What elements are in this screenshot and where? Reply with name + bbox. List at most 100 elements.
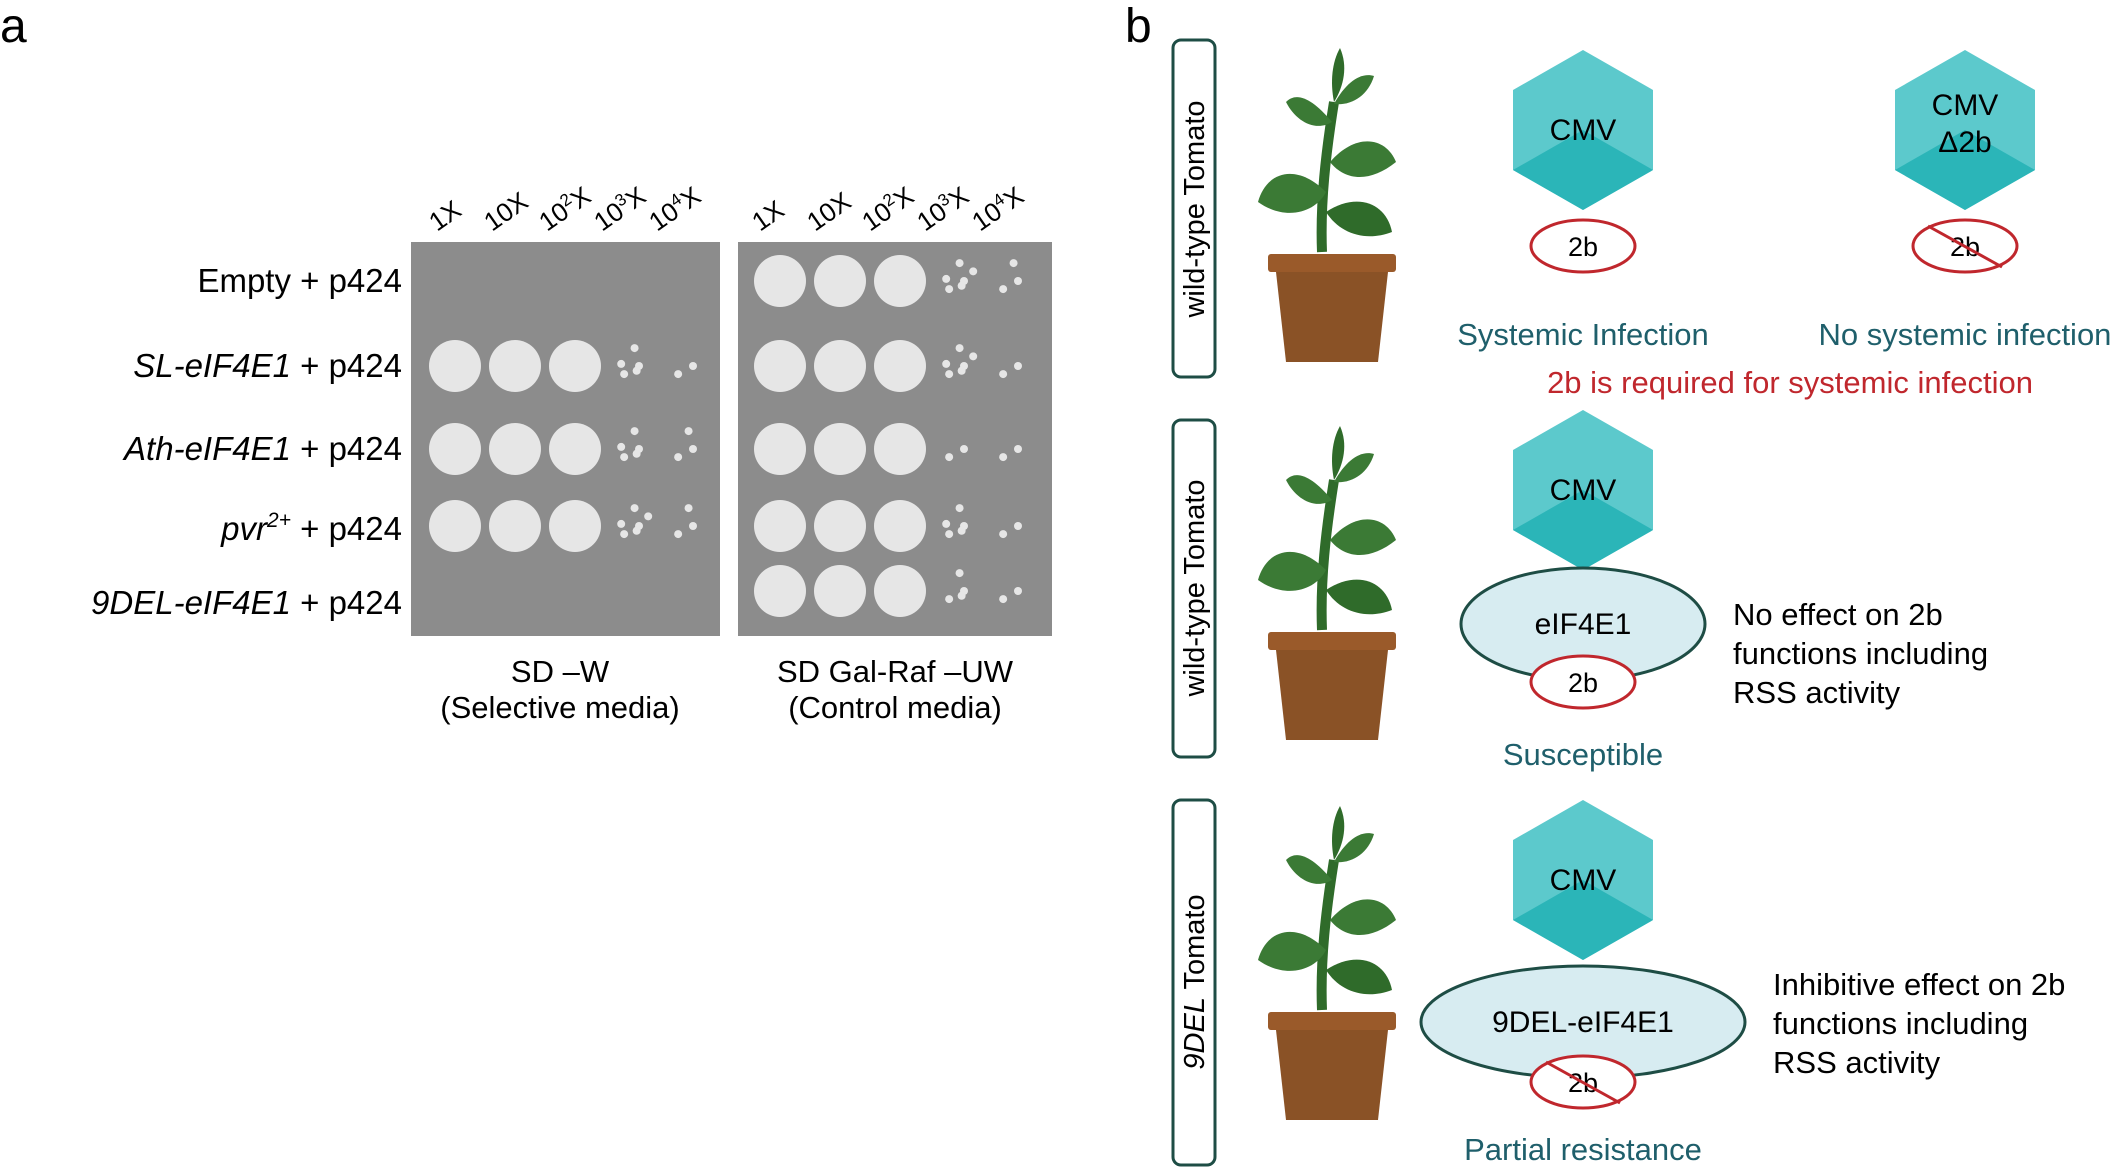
selective-microcolony-r2-c3-3 [632,449,641,458]
control-microcolony-r3-c3-1 [945,530,954,539]
row2-virus-label: CMV [1550,474,1617,507]
selective-microcolony-r3-c4-0 [689,522,697,530]
selective-spot-r1-c2 [549,340,601,392]
selective-spot-r2-c0 [429,423,481,475]
control-spot-r1-c0 [754,340,806,392]
row2-side-label: wild-type Tomato [1179,479,1211,697]
control-microcolony-r0-c4-0 [1014,277,1022,285]
left-dilution-3: 103X [588,180,651,237]
row3-side-label: 9DEL Tomato [1179,894,1211,1069]
strain-italic-2: Ath-eIF4E1 [122,430,291,467]
selective-microcolony-r1-c3-1 [620,370,629,379]
strain-rest-3: + p424 [291,510,402,547]
control-microcolony-r1-c3-2 [955,344,964,353]
row3: 9DEL Tomato CMV 9DEL-eIF4E1 2b Partial r… [1171,798,2065,1167]
strain-rest-0: Empty + p424 [197,262,402,299]
control-microcolony-r2-c3-0 [960,445,968,453]
left-dilution-base-0: 1X [423,194,466,237]
strain-italic-3: pvr [220,510,269,547]
right-dilution-base-1: 10X [801,186,856,237]
selective-spot-r3-c2 [549,500,601,552]
control-microcolony-r0-c3-2 [955,259,964,268]
strain-label-4: 9DEL-eIF4E1 + p424 [91,584,402,621]
control-spot-r4-c0 [754,565,806,617]
selective-spot-r2-c2 [549,423,601,475]
row1-protein-left-label: 2b [1568,232,1598,262]
right-dilution-1: 10X [801,186,856,237]
selective-microcolony-r3-c3-3 [632,526,641,535]
control-microcolony-r2-c3-1 [945,453,954,462]
row3-caption: Partial resistance [1464,1132,1702,1167]
control-microcolony-r1-c3-4 [942,359,951,368]
row3-effect-line1: Inhibitive effect on 2b [1773,967,2065,1002]
control-spot-r1-c1 [814,340,866,392]
selective-microcolony-r2-c4-1 [674,453,683,462]
selective-microcolony-r1-c4-1 [674,370,683,379]
row3-strike-icon [1545,1060,1621,1105]
selective-microcolony-r2-c4-2 [684,427,693,436]
selective-spot-r1-c1 [489,340,541,392]
right-dilution-4: 104X [966,180,1029,237]
selective-microcolony-r1-c3-3 [632,366,641,375]
row1-virus-right-line1: CMV [1932,89,1999,122]
right-dilution-base-0: 1X [746,194,789,237]
control-microcolony-r3-c4-0 [1014,522,1022,530]
row1-virus-right-line2: Δ2b [1938,126,1991,159]
control-spot-r2-c1 [814,423,866,475]
control-microcolony-r1-c4-0 [1014,362,1022,370]
plate-right-line1: SD Gal-Raf –UW [777,654,1014,689]
control-microcolony-r0-c3-1 [945,285,954,294]
strain-sup-3: 2+ [266,509,291,532]
control-microcolony-r1-c3-1 [945,370,954,379]
plate-left-line2: (Selective media) [440,690,679,725]
control-microcolony-r2-c4-1 [999,453,1008,462]
selective-microcolony-r2-c3-2 [630,427,639,436]
strain-label-1: SL-eIF4E1 + p424 [133,347,402,384]
plate-left-line1: SD –W [511,654,610,689]
row1-note: 2b is required for systemic infection [1547,365,2033,400]
control-microcolony-r0-c3-5 [969,267,978,276]
selective-microcolony-r1-c3-4 [617,359,626,368]
row3-side-box [1171,798,1217,1167]
control-microcolony-r0-c4-1 [999,285,1008,294]
control-spot-r3-c0 [754,500,806,552]
selective-microcolony-r3-c3-1 [620,530,629,539]
row2-side-box [1171,418,1217,759]
row2-effect-line3: RSS activity [1733,675,1901,710]
control-microcolony-r4-c3-3 [957,591,966,600]
strain-label-2: Ath-eIF4E1 + p424 [122,430,402,467]
selective-microcolony-r2-c3-4 [617,442,626,451]
plate-right-line2: (Control media) [788,690,1002,725]
right-dilution-0: 1X [746,194,789,237]
panel-b-letter: b [1125,0,1152,53]
row2: wild-type Tomato CMV eIF4E1 2b Susceptib… [1171,410,1988,772]
left-dilution-0: 1X [423,194,466,237]
colonies-selective [429,340,697,552]
control-spot-r1-c2 [874,340,926,392]
strain-rest-4: + p424 [291,584,402,621]
row2-effect-line2: functions including [1733,636,1988,671]
control-microcolony-r2-c4-0 [1014,445,1022,453]
selective-microcolony-r3-c3-4 [617,519,626,528]
left-dilution-tail-4: X [675,180,706,215]
strain-rest-2: + p424 [291,430,402,467]
control-microcolony-r3-c3-4 [942,519,951,528]
control-microcolony-r0-c3-3 [957,281,966,290]
row3-side-label-rest: Tomato [1179,894,1211,997]
left-dilution-2: 102X [533,180,596,237]
row2-plant-icon [1258,426,1396,740]
row3-plant-icon [1258,806,1396,1120]
selective-microcolony-r2-c3-1 [620,453,629,462]
strain-italic-4: 9DEL-eIF4E1 [91,584,291,621]
row1-side-label: wild-type Tomato [1179,100,1211,318]
left-dilution-1: 10X [478,186,533,237]
row3-virus-label: CMV [1550,864,1617,897]
selective-microcolony-r2-c4-0 [689,445,697,453]
selective-spot-r2-c1 [489,423,541,475]
control-spot-r3-c1 [814,500,866,552]
selective-microcolony-r3-c3-5 [644,512,653,521]
control-microcolony-r4-c3-1 [945,595,954,604]
